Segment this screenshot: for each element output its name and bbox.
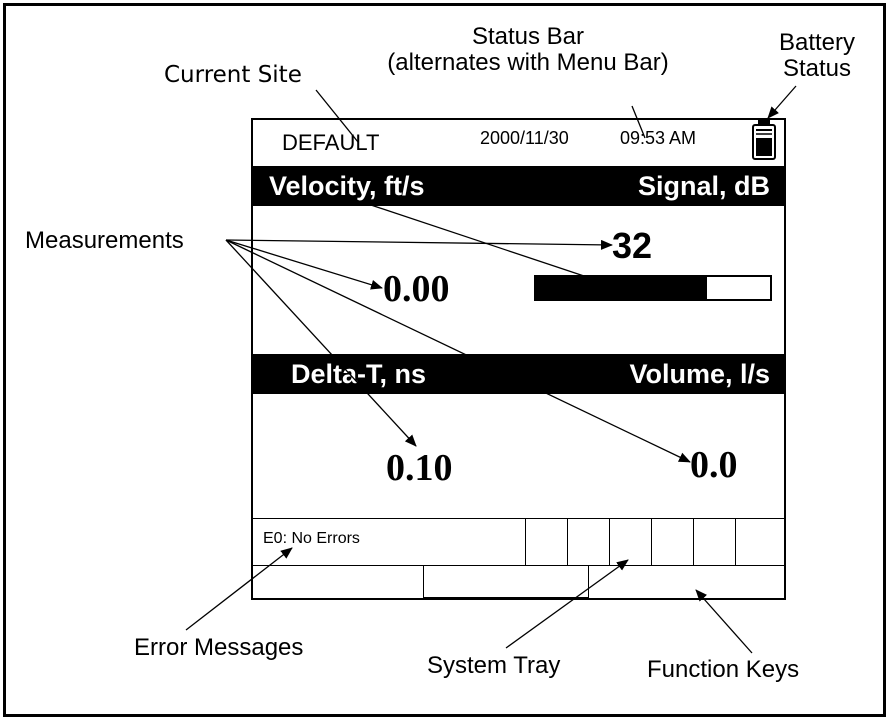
tray-cell bbox=[525, 519, 526, 565]
signal-label: Signal, dB bbox=[637, 171, 770, 201]
velocity-value: 0.00 bbox=[383, 268, 450, 310]
function-key[interactable] bbox=[423, 566, 589, 598]
signal-strength-fill bbox=[536, 277, 707, 299]
tray-cell bbox=[651, 519, 652, 565]
callout-status-bar: Status Bar (alternates with Menu Bar) bbox=[356, 24, 700, 76]
tray-cell bbox=[567, 519, 568, 565]
signal-strength-bar bbox=[534, 275, 772, 301]
callout-measurements: Measurements bbox=[25, 227, 184, 254]
volume-label: Volume, l/s bbox=[629, 359, 770, 389]
callout-status-bar-line1: Status Bar bbox=[471, 23, 585, 50]
signal-value: 32 bbox=[612, 225, 653, 266]
callout-function-keys: Function Keys bbox=[647, 656, 800, 683]
delta-t-value: 0.10 bbox=[386, 447, 453, 489]
callout-error-messages: Error Messages bbox=[134, 634, 304, 661]
tray-cell bbox=[693, 519, 694, 565]
volume-value: 0.0 bbox=[690, 444, 738, 486]
tray-cell bbox=[609, 519, 610, 565]
callout-battery-status: Battery Status bbox=[762, 30, 872, 82]
status-date: 2000/11/30 bbox=[480, 128, 569, 148]
callout-current-site: Current Site bbox=[164, 62, 302, 88]
panel-bottom-header: Delta-T, ns Volume, l/s bbox=[253, 354, 784, 394]
tray-cell bbox=[735, 519, 736, 565]
callout-battery-line1: Battery bbox=[778, 29, 856, 56]
system-tray: E0: No Errors bbox=[253, 518, 784, 566]
callout-status-bar-line2: (alternates with Menu Bar) bbox=[387, 49, 669, 76]
function-keys bbox=[253, 566, 784, 598]
site-name: DEFAULT bbox=[282, 130, 380, 155]
callout-system-tray: System Tray bbox=[427, 652, 561, 679]
status-time: 09:53 AM bbox=[620, 128, 697, 148]
panel-top-header: Velocity, ft/s Signal, dB bbox=[253, 166, 784, 206]
delta-t-label: Delta-T, ns bbox=[291, 359, 427, 389]
callout-battery-line2: Status bbox=[782, 55, 852, 82]
error-message: E0: No Errors bbox=[263, 530, 360, 547]
battery-icon bbox=[752, 120, 776, 160]
velocity-label: Velocity, ft/s bbox=[269, 171, 425, 201]
